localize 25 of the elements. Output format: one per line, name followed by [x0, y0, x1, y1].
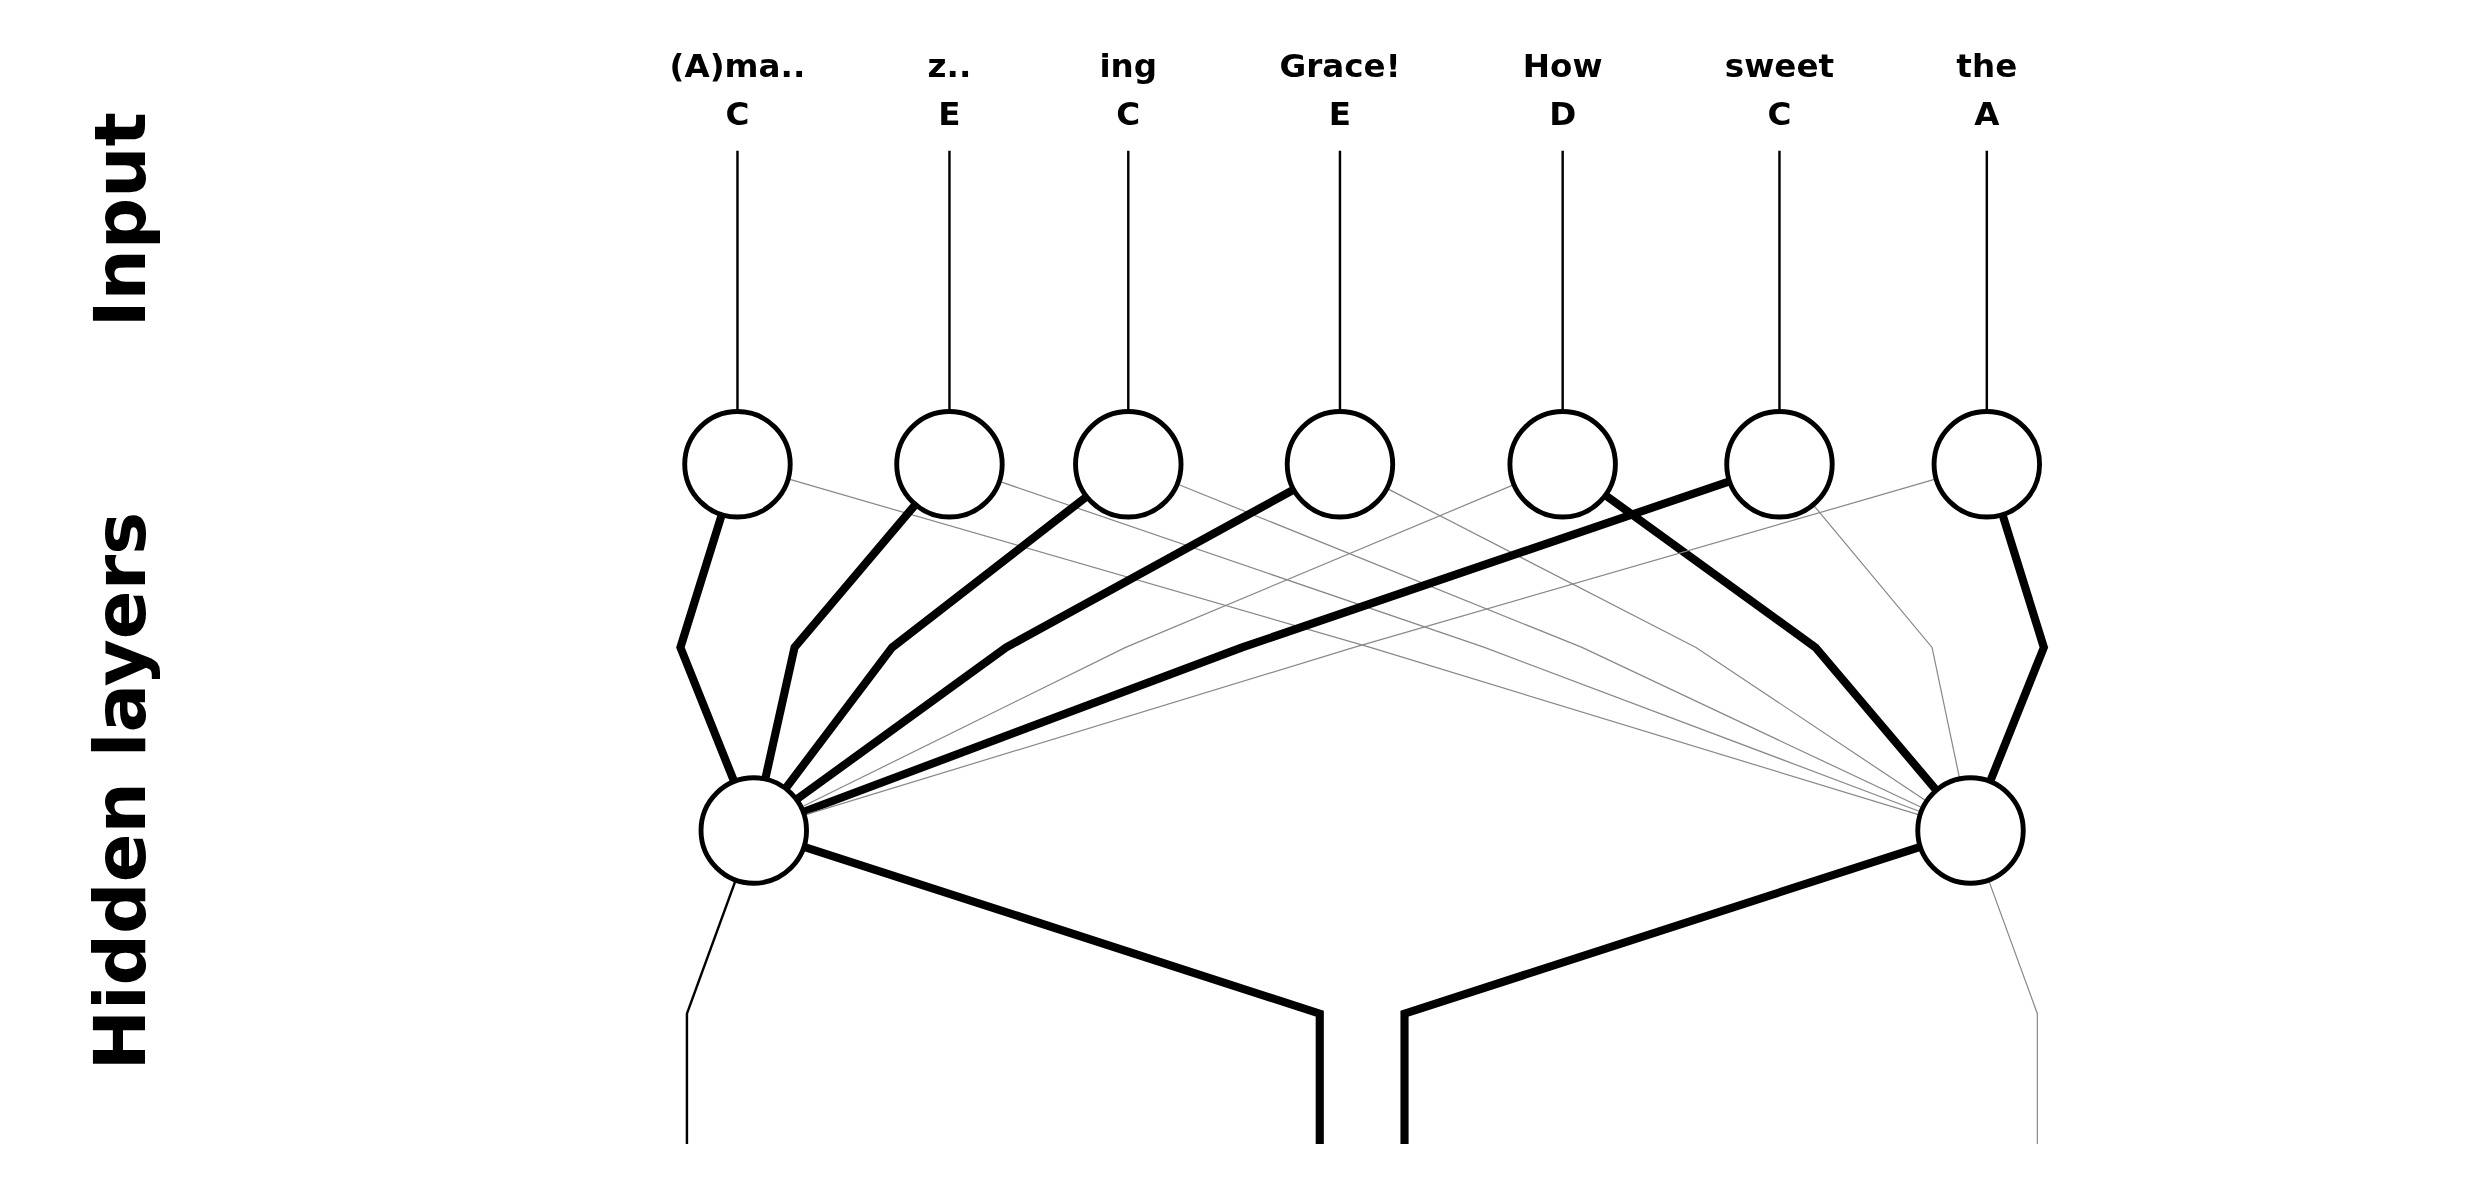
node-circle: [698, 774, 809, 886]
connector: [1988, 879, 2038, 1145]
node-circle: [682, 408, 793, 519]
node-text: the A: [1956, 45, 2018, 133]
node-circle: [1931, 408, 2042, 519]
node-circle: [894, 408, 1005, 519]
node-text: (A)ma.. C: [669, 45, 806, 133]
node-text: Grace! E: [1279, 45, 1401, 133]
node-text: How D: [1522, 45, 1603, 133]
node-text: sweet C: [1724, 45, 1835, 133]
node-circle: [1073, 408, 1184, 519]
node-text: ing C: [1099, 45, 1158, 133]
connector: [782, 492, 1090, 791]
node-circle: [1915, 774, 2026, 886]
connector: [1603, 491, 1940, 793]
connector: [794, 485, 1296, 803]
connector: [801, 476, 1731, 816]
layer-label: Hidden layers: [78, 512, 162, 1071]
connector: [1400, 842, 1922, 1144]
node-text: z.. E: [927, 45, 972, 133]
node-circle: [1724, 408, 1835, 519]
layer-label: Input: [78, 112, 162, 328]
node-circle: [1284, 408, 1396, 519]
node-circle: [1507, 408, 1618, 519]
connector: [685, 879, 737, 1144]
